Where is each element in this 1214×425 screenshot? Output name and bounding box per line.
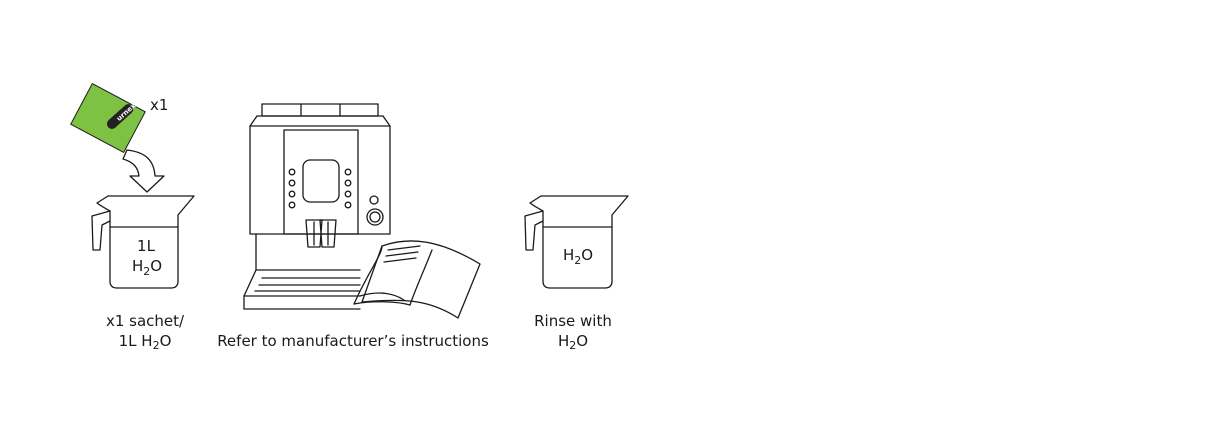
step3-caption-line2: H2O [557, 332, 589, 352]
manual-book-icon [353, 240, 481, 319]
beaker-1L-icon [91, 195, 195, 289]
beaker-volume-label: 1L [137, 237, 156, 255]
sachet-quantity: x1 [150, 96, 168, 114]
pour-arrow-icon [122, 149, 165, 193]
step1-caption-line2: 1L H2O [118, 332, 172, 352]
step3-caption-line1: Rinse with [534, 312, 612, 330]
step1-caption: x1 sachet/ 1L H2O [80, 311, 210, 351]
step2-caption: Refer to manufacturer’s instructions [217, 332, 489, 350]
coffee-machine-icon [243, 103, 391, 310]
step3-caption: Rinse with H2O [513, 311, 633, 351]
step1-caption-line1: x1 sachet/ [105, 312, 185, 330]
beaker-water-label: H2O [563, 246, 593, 267]
beaker-rinse-icon [524, 195, 629, 289]
sachet-icon: urnex [70, 83, 146, 153]
beaker-water-label: H2O [132, 257, 162, 278]
